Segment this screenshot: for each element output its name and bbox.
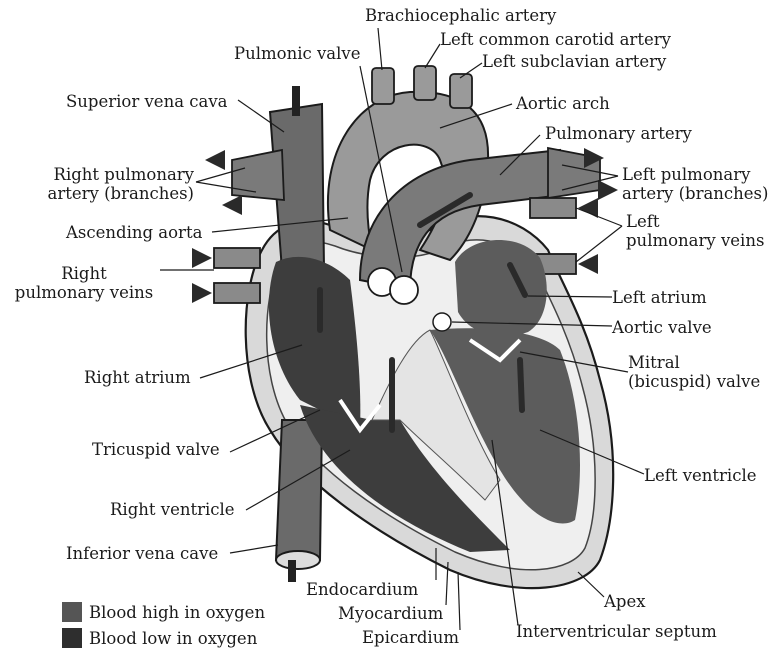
arrow-rpv-bottom [192,283,212,303]
arrow-rpv-top [192,248,212,268]
label-interventricular-septum: Interventricular septum [516,622,717,641]
right-pulmonary-vein-bottom [214,283,260,303]
leader-apex [578,572,604,597]
label-mitral-valve-line2: (bicuspid) valve [628,372,760,391]
label-tricuspid-valve: Tricuspid valve [92,440,220,459]
label-left-pulmonary-veins-line1: Left [626,212,764,231]
label-left-pulmonary-artery-line1: Left pulmonary [622,165,768,184]
label-superior-vena-cava: Superior vena cava [66,92,228,111]
label-myocardium: Myocardium [338,604,443,623]
leader-ivc [230,545,278,553]
label-endocardium: Endocardium [306,580,418,599]
leader-carotid [425,44,440,68]
label-left-ventricle: Left ventricle [644,466,757,485]
label-left-pulmonary-artery: Left pulmonary artery (branches) [622,165,768,203]
label-right-pulmonary-veins-line1: Right [4,264,164,283]
label-left-pulmonary-veins: Left pulmonary veins [626,212,764,250]
label-left-pulmonary-veins-line2: pulmonary veins [626,231,764,250]
inferior-vena-cava [276,420,322,560]
label-mitral-valve: Mitral (bicuspid) valve [628,353,760,391]
right-pulmonary-vein-top [214,248,260,268]
legend-item-high-oxygen: Blood high in oxygen [62,602,265,622]
legend-swatch-low-oxygen [62,628,82,648]
arrow-lpv-bottom [578,254,598,274]
label-aortic-arch: Aortic arch [516,94,610,113]
leader-brachiocephalic [378,28,382,70]
label-ascending-aorta: Ascending aorta [66,223,202,242]
leader-lpv-a [576,208,622,226]
carotid-branch [414,66,436,100]
label-mitral-valve-line1: Mitral [628,353,760,372]
label-brachiocephalic-artery: Brachiocephalic artery [365,6,556,25]
label-pulmonary-artery: Pulmonary artery [545,124,692,143]
flow-arrow-lv [520,360,522,410]
label-epicardium: Epicardium [362,628,459,647]
brachiocephalic-branch [372,68,394,104]
arrow-lpa-bottom [598,180,618,200]
label-left-atrium: Left atrium [612,288,707,307]
leader-epicardium [458,572,460,630]
right-pulmonary-artery-branch [232,150,284,200]
label-inferior-vena-cava: Inferior vena cave [66,544,218,563]
svc-marker [292,86,300,116]
legend-label-low-oxygen: Blood low in oxygen [89,629,257,648]
arrow-rpa-bottom [222,195,242,215]
arrow-rpa-top [205,150,225,170]
label-right-pulmonary-veins-line2: pulmonary veins [4,283,164,302]
ivc-marker [288,560,296,582]
legend-item-low-oxygen: Blood low in oxygen [62,628,257,648]
label-left-subclavian-artery: Left subclavian artery [482,52,666,71]
label-apex: Apex [604,592,646,611]
legend-swatch-high-oxygen [62,602,82,622]
label-left-common-carotid-artery: Left common carotid artery [440,30,671,49]
label-right-pulmonary-artery-line1: Right pulmonary [40,165,194,184]
label-pulmonic-valve: Pulmonic valve [234,44,361,63]
left-pulmonary-vein-top [530,198,576,218]
pulmonic-valve-cusp-b [390,276,418,304]
label-right-pulmonary-artery-line2: artery (branches) [40,184,194,203]
label-right-atrium: Right atrium [84,368,191,387]
aortic-valve-mark [433,313,451,331]
label-right-pulmonary-veins: Right pulmonary veins [4,264,164,302]
label-right-pulmonary-artery: Right pulmonary artery (branches) [40,165,194,203]
label-aortic-valve: Aortic valve [612,318,712,337]
label-left-pulmonary-artery-line2: artery (branches) [622,184,768,203]
leader-lpv-b [576,226,622,262]
label-right-ventricle: Right ventricle [110,500,235,519]
subclavian-branch [450,74,472,108]
ivc-opening [276,551,320,569]
legend-label-high-oxygen: Blood high in oxygen [89,603,265,622]
